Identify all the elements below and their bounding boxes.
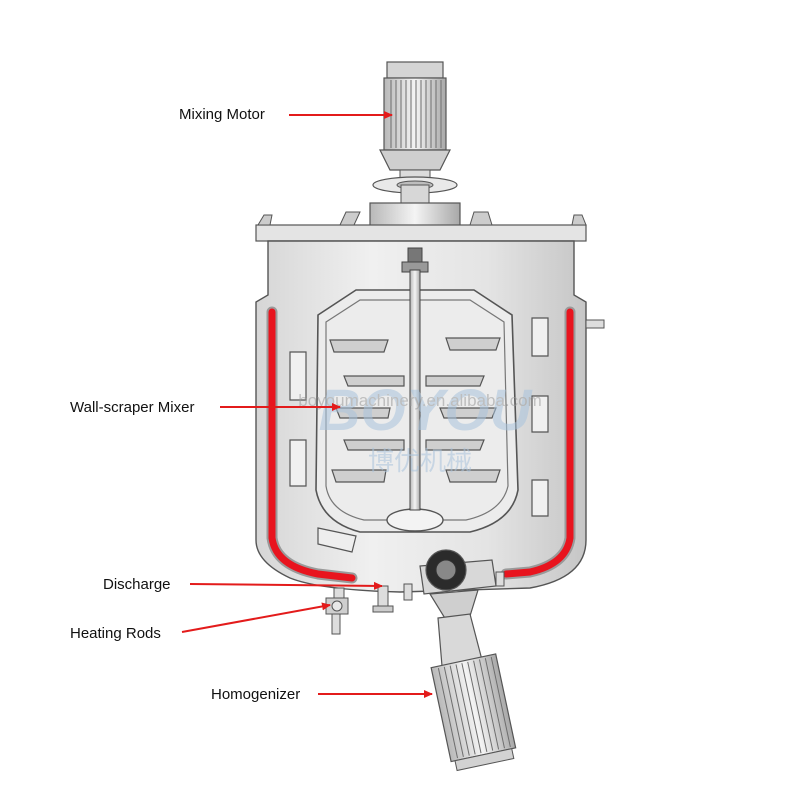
callouts: Mixing Motor Wall-scraper Mixer Discharg… — [70, 106, 433, 703]
watermark-url: boyoumachinery.en.alibaba.com — [298, 391, 542, 410]
bottom-fittings — [372, 571, 505, 613]
label-mixing-motor: Mixing Motor — [179, 106, 265, 123]
label-heating-rods: Heating Rods — [70, 625, 161, 642]
watermark-chinese: 博优机械 — [368, 446, 472, 476]
arrow-discharge — [189, 581, 383, 590]
homogenizer — [419, 549, 517, 772]
watermark-logo: BOYOU — [319, 378, 534, 443]
mixing-motor — [369, 61, 461, 228]
heating-jacket — [266, 306, 605, 584]
watermark: BOYOU boyoumachinery.en.alibaba.com 博优机械 — [298, 378, 542, 476]
label-discharge: Discharge — [103, 576, 171, 593]
heating-rods — [325, 587, 349, 635]
wall-scraper-mixer — [289, 247, 549, 553]
label-homogenizer: Homogenizer — [211, 686, 300, 703]
arrow-heating-rods — [181, 602, 331, 633]
label-wall-scraper-mixer: Wall-scraper Mixer — [70, 399, 194, 416]
